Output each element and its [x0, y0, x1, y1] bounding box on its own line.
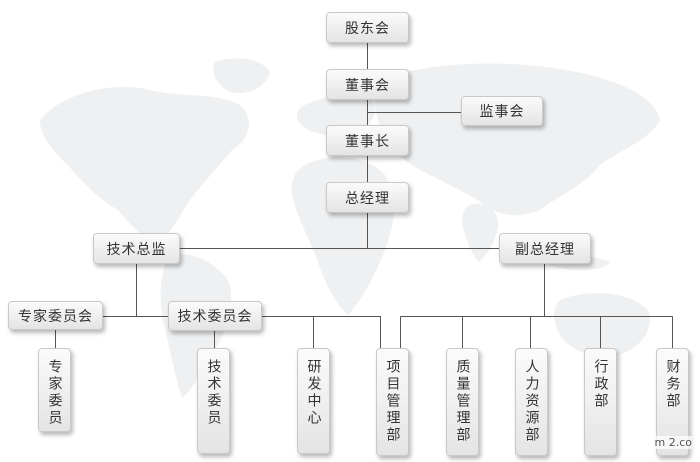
node-deputy-general-manager: 副总经理 [499, 233, 591, 264]
node-expert-committee: 专家委员会 [8, 301, 103, 330]
node-label: 项目管理部 [384, 359, 401, 444]
node-shareholders-meeting: 股东会 [326, 12, 409, 43]
node-label: 监事会 [479, 104, 525, 120]
node-quality-management-dept: 质量管理部 [446, 348, 479, 456]
node-technical-members: 技术委员 [197, 348, 230, 454]
india-shape [462, 203, 499, 262]
asia-shape [374, 63, 660, 216]
node-label: 技术总监 [106, 241, 167, 258]
node-label: 质量管理部 [454, 359, 471, 444]
node-label: 副总经理 [515, 241, 575, 258]
node-technical-committee: 技术委员会 [168, 301, 262, 331]
australia-shape [554, 293, 650, 357]
greenland-shape [213, 58, 270, 94]
node-technical-director: 技术总监 [93, 233, 180, 264]
node-label: 董事会 [345, 77, 390, 94]
node-administration-dept: 行政部 [584, 348, 617, 456]
node-label: 专家委员会 [18, 308, 93, 325]
node-chairman: 董事长 [326, 125, 409, 156]
node-label: 研发中心 [305, 359, 322, 427]
node-project-management-dept: 项目管理部 [376, 348, 409, 456]
node-label: 技术委员会 [177, 309, 253, 325]
node-human-resources-dept: 人力资源部 [515, 348, 548, 456]
node-rd-center: 研发中心 [297, 348, 330, 454]
node-label: 专家委员 [46, 359, 63, 427]
node-label: 人力资源部 [523, 359, 540, 444]
north-america-shape [40, 86, 249, 245]
node-general-manager: 总经理 [326, 182, 409, 213]
node-label: 技术委员 [205, 359, 222, 427]
node-expert-members: 专家委员 [38, 348, 71, 432]
watermark-text: m 2.co [654, 436, 692, 449]
node-label: 财务部 [664, 359, 681, 410]
node-board-of-directors: 董事会 [326, 69, 409, 100]
node-label: 董事长 [345, 133, 390, 150]
node-label: 总经理 [345, 190, 390, 207]
node-label: 股东会 [345, 20, 390, 37]
node-board-of-supervisors: 监事会 [461, 96, 543, 126]
node-label: 行政部 [592, 359, 609, 410]
connector-tech-committee-branch [262, 316, 381, 348]
